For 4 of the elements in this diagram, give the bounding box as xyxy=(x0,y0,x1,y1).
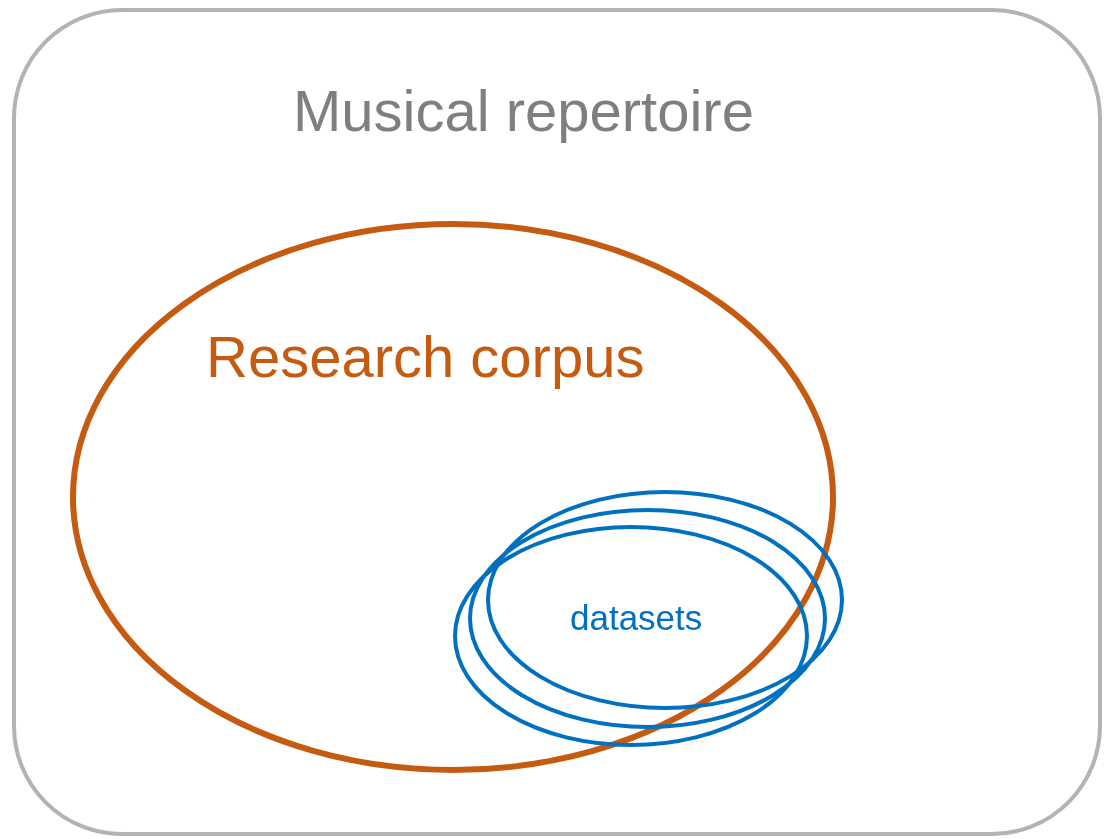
frame-title: Musical repertoire xyxy=(293,78,754,145)
rounded-frame xyxy=(12,8,1102,836)
set-label: Research corpus xyxy=(206,324,645,391)
set-label: datasets xyxy=(570,598,703,639)
